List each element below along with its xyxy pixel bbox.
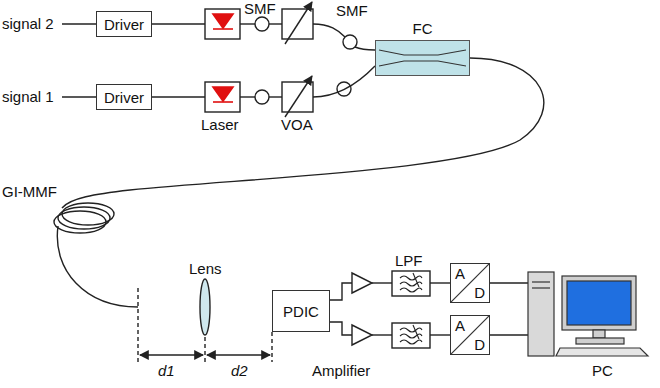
drive-wire — [152, 96, 205, 97]
signal-wire — [372, 282, 392, 283]
gi-mmf-fiber — [57, 226, 138, 307]
fiber — [240, 96, 255, 97]
part-name: LPF — [395, 252, 423, 269]
laser-box — [205, 82, 240, 112]
fiber-loop — [255, 17, 269, 31]
converter-letter: A — [455, 265, 465, 282]
fiber — [355, 47, 375, 50]
laser-box — [205, 9, 240, 39]
fiber-loop — [343, 35, 357, 49]
lpf-box — [392, 323, 430, 348]
fiber-label: SMF — [244, 0, 276, 17]
part-name: VOA — [281, 116, 313, 133]
coupler-waveguide — [376, 41, 469, 75]
dimension: d2 — [231, 362, 248, 379]
ad-converter: AD — [450, 263, 490, 303]
ad-converter: AD — [450, 315, 490, 355]
fiber — [313, 66, 375, 97]
filter-wave — [400, 328, 422, 332]
fiber-label: SMF — [336, 2, 368, 19]
pc-screen — [567, 281, 631, 325]
signal-wire — [62, 96, 96, 97]
filter-wave — [400, 276, 422, 280]
laser-diode-symbol — [213, 87, 233, 101]
fiber-loop — [255, 90, 269, 104]
pdic-box: PDIC — [272, 290, 330, 332]
laser-diode-symbol — [213, 14, 233, 28]
box-label: FC — [376, 20, 469, 37]
driver-box: Driver — [96, 11, 152, 37]
signal-name: signal 2 — [2, 15, 54, 32]
ad-divider — [450, 315, 490, 355]
fiber — [313, 24, 345, 37]
pc-tower — [532, 281, 550, 282]
signal-name: signal 1 — [2, 88, 54, 105]
driver-box: Driver — [96, 84, 152, 110]
pc-monitor — [562, 276, 636, 330]
pc-keyboard — [556, 348, 648, 356]
part-name: Lens — [189, 260, 222, 277]
pc-tower — [532, 287, 550, 288]
fiber — [269, 96, 282, 97]
gi-mmf-fiber — [62, 58, 544, 208]
box-label: PDIC — [283, 303, 319, 320]
lpf-box — [392, 271, 430, 296]
part-name: Amplifier — [312, 362, 370, 379]
amplifier-symbol — [352, 273, 372, 293]
amplifier-symbol — [352, 325, 372, 345]
filter-strike — [413, 325, 419, 339]
fiber-label: GI-MMF — [2, 183, 57, 200]
filter-symbol — [400, 273, 422, 344]
signal-wire — [490, 334, 528, 335]
dashed-guide — [137, 288, 138, 362]
ad-divider — [450, 263, 490, 303]
dimension: d1 — [158, 362, 175, 379]
signal-wire — [62, 23, 96, 24]
coupler-waveguide — [379, 61, 466, 66]
filter-wave — [400, 288, 422, 292]
signal-wire — [330, 283, 352, 300]
box-label: Driver — [104, 89, 144, 106]
signal-wire — [430, 282, 450, 283]
fiber-coil — [54, 211, 106, 233]
fiber-coupler: FC — [375, 40, 470, 76]
signal-wire — [372, 334, 392, 335]
converter-letter: D — [474, 336, 485, 353]
voa-arrow — [285, 2, 312, 44]
fiber — [240, 23, 255, 24]
dashed-guide — [204, 337, 205, 362]
filter-strike — [413, 273, 419, 287]
box-label: Driver — [104, 16, 144, 33]
laser-diode-symbol — [213, 28, 233, 30]
fiber-loop — [337, 82, 351, 96]
part-name: Laser — [201, 116, 239, 133]
voa-arrow — [285, 76, 312, 117]
part-name: PC — [592, 362, 613, 379]
pc-stand — [576, 338, 624, 344]
signal-wire — [490, 282, 528, 283]
dashed-guide — [271, 332, 272, 362]
signal-wire — [330, 322, 352, 335]
distance-arrow — [140, 354, 203, 355]
pc-tower — [528, 272, 554, 356]
signal-wire — [430, 334, 450, 335]
fiber-coil — [58, 207, 110, 229]
converter-letter: A — [455, 317, 465, 334]
drive-wire — [152, 23, 205, 24]
fiber — [269, 23, 282, 24]
coupler-waveguide — [379, 50, 466, 55]
filter-wave — [400, 340, 422, 344]
pc-stand — [593, 330, 605, 338]
converter-letter: D — [474, 284, 485, 301]
laser-diode-symbol — [213, 101, 233, 103]
distance-arrow — [207, 354, 270, 355]
lens-symbol — [200, 279, 210, 335]
